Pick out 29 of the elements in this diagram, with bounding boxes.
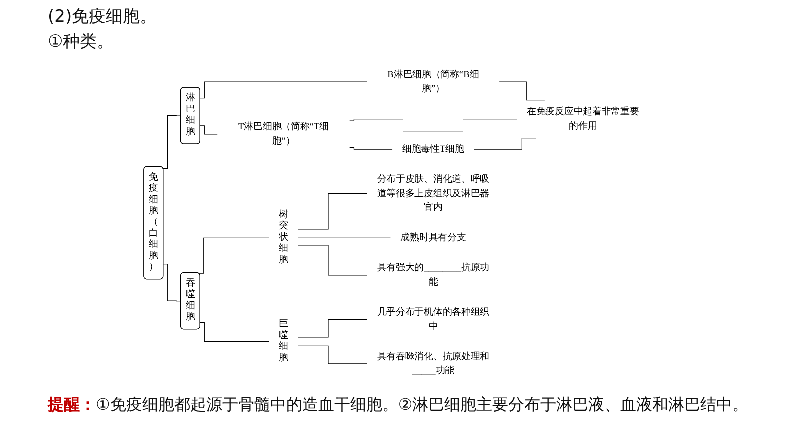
connector [200, 82, 368, 99]
node-text: 树突状细胞 [279, 210, 289, 265]
node-text: 分布于皮肤、消化道、呼吸道等很多上皮组织及淋巴器官内 [378, 174, 490, 213]
connector [200, 322, 270, 342]
node-text: 细胞毒性T细胞 [402, 144, 465, 154]
connector [298, 319, 368, 338]
connector [298, 346, 368, 364]
connector [298, 194, 368, 230]
connector [474, 138, 537, 150]
note-text: 提醒：①免疫细胞都起源于骨髓中的造血干细胞。②淋巴细胞主要分布于淋巴液、血液和淋巴结中。 [48, 394, 750, 416]
connector [463, 118, 518, 120]
node-text: B淋巴细胞（简称“B细胞”） [388, 70, 480, 94]
node-text: 几乎分布于机体的各种组织中 [378, 308, 490, 332]
connector [350, 147, 394, 150]
connector [164, 264, 182, 302]
subheading: ①种类。 [48, 31, 114, 54]
node-text: 巨噬细胞 [279, 319, 289, 363]
node-text: T淋巴细胞（简称“T细胞”） [238, 122, 330, 146]
node-text: 成熟时具有分支 [401, 232, 467, 243]
section-title: (2)免疫细胞。 [48, 6, 158, 29]
connector [163, 115, 182, 170]
connector [350, 118, 404, 122]
connector [198, 238, 270, 274]
connector [200, 126, 218, 135]
connector [298, 245, 368, 276]
node-text: 在免疫反应中起着非常重要的作用 [527, 107, 640, 132]
node-text: 具有强大的________抗原功能 [378, 263, 490, 288]
node-text: 具有吞噬消化、抗原处理和_____功能 [378, 352, 490, 376]
connector [500, 82, 546, 101]
